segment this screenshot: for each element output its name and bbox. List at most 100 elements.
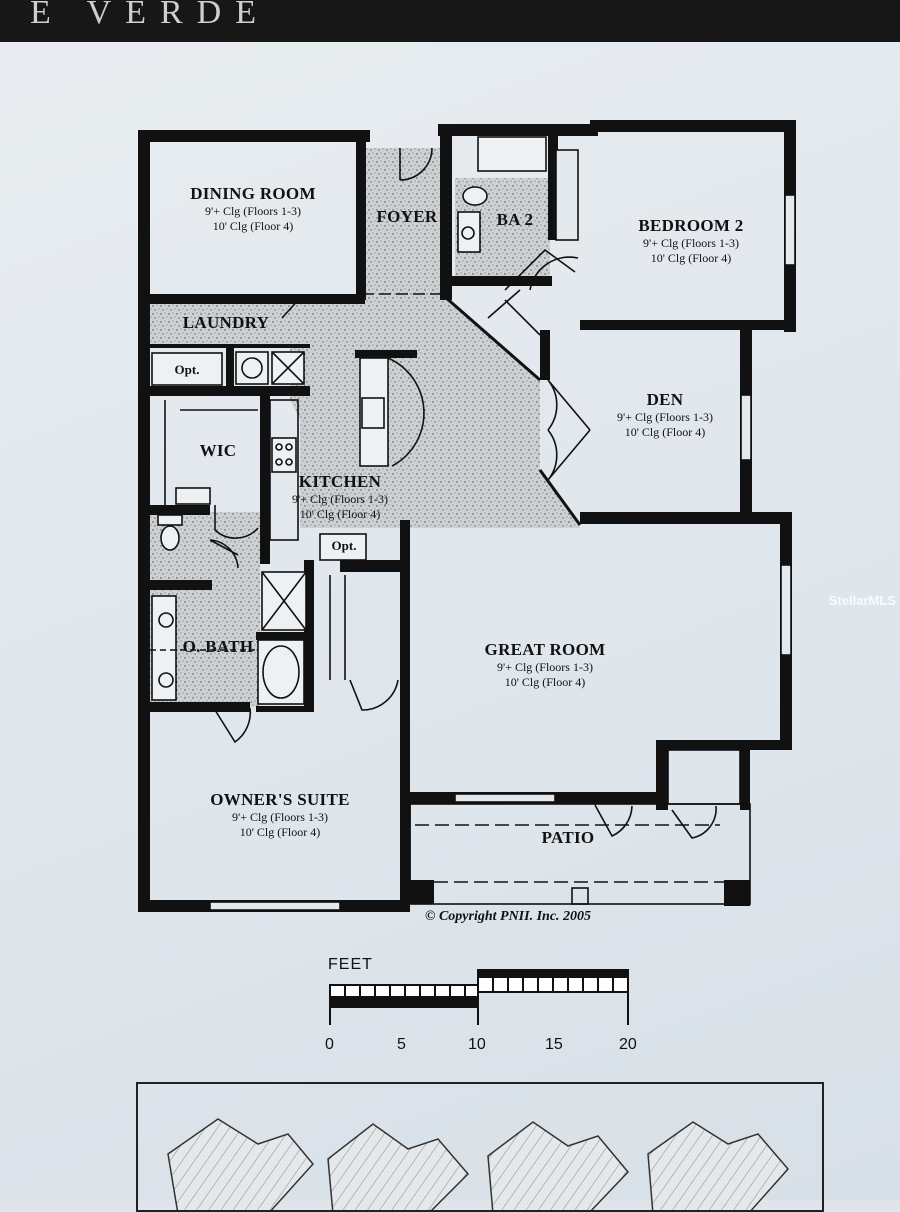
- room-name: GREAT ROOM: [484, 640, 606, 659]
- building-cluster-3: [487, 1121, 630, 1210]
- kitchen-opt-label: Opt.: [331, 538, 357, 553]
- wall-dining-bottom: [150, 294, 365, 304]
- closet-hall: [487, 289, 541, 336]
- wall-tub-top: [256, 632, 312, 640]
- wall-great-notch: [656, 740, 792, 750]
- building-cluster-4: [647, 1121, 789, 1210]
- room-name: DINING ROOM: [190, 184, 316, 203]
- wall-den-bottom: [580, 512, 792, 524]
- wall-laundry-divider: [226, 344, 234, 392]
- room-ba2: BA 2: [496, 210, 534, 229]
- site-plan-inset: [136, 1082, 824, 1212]
- toilet-ba2: [462, 186, 488, 206]
- ceiling-note: 10' Clg (Floor 4): [624, 425, 706, 439]
- door-owner-closet: [349, 679, 399, 711]
- wall-obath-bottom: [150, 702, 250, 712]
- toilet-owner: [160, 525, 180, 551]
- room-patio: PATIO: [541, 828, 595, 847]
- wall-top-bath: [438, 124, 598, 136]
- cooktop: [271, 437, 297, 473]
- window-owner: [209, 901, 341, 911]
- door-wc: [209, 539, 239, 569]
- laundry-door-edge: [281, 297, 301, 319]
- opt-cabinet: [319, 533, 367, 561]
- room-great-room: GREAT ROOM 9'+ Clg (Floors 1-3) 10' Clg …: [450, 640, 640, 690]
- room-owner-bath: O. BATH: [182, 637, 254, 656]
- room-bedroom-2: BEDROOM 2 9'+ Clg (Floors 1-3) 10' Clg (…: [606, 216, 776, 266]
- patio-post-right: [724, 880, 750, 906]
- door-wic: [214, 505, 259, 539]
- fixtures-and-doors: [150, 136, 796, 911]
- building-cluster-1: [167, 1118, 314, 1210]
- patio-drain: [571, 887, 589, 905]
- window-bed-closet: [555, 149, 579, 241]
- window-great: [454, 793, 556, 803]
- room-name: KITCHEN: [298, 472, 382, 491]
- wall-tub-bottom: [256, 706, 314, 712]
- sink-ba2: [461, 226, 475, 240]
- wall-den-left-top: [540, 330, 550, 380]
- wall-shower-right: [304, 560, 314, 710]
- banner-text: E VERDE: [30, 0, 270, 31]
- room-wic: WIC: [199, 441, 237, 460]
- scale-tick: 15: [545, 1036, 563, 1053]
- wall-top-dining: [138, 130, 370, 142]
- washer-drum: [241, 357, 263, 379]
- ceiling-note: 10' Clg (Floor 4): [504, 675, 586, 689]
- scale-feet-label: FEET: [328, 956, 373, 973]
- room-name: OWNER'S SUITE: [210, 790, 350, 809]
- wall-foyer-right: [440, 130, 452, 300]
- ceiling-note: 10' Clg (Floor 4): [650, 251, 732, 265]
- scale-tick: 20: [619, 1036, 637, 1053]
- wall-great-notch-v: [656, 740, 668, 810]
- header-banner: E VERDE: [0, 0, 900, 42]
- ceiling-note: 9'+ Clg (Floors 1-3): [232, 810, 328, 824]
- copyright-notice: © Copyright PNII. Inc. 2005: [425, 909, 592, 924]
- island-curve: [387, 357, 425, 467]
- wall-left: [138, 130, 150, 912]
- wall-top-bedroom: [590, 120, 796, 132]
- wall-laundry-counter: [150, 344, 310, 348]
- wall-wic-bottom: [150, 505, 210, 515]
- room-den: DEN 9'+ Clg (Floors 1-3) 10' Clg (Floor …: [580, 390, 750, 440]
- building-cluster-2: [327, 1123, 470, 1210]
- ceiling-note: 9'+ Clg (Floors 1-3): [617, 410, 713, 424]
- patio-outline: [409, 803, 751, 905]
- room-name: BEDROOM 2: [638, 216, 744, 235]
- ceiling-note: 9'+ Clg (Floors 1-3): [292, 492, 388, 506]
- window-great-right: [780, 564, 792, 656]
- ceiling-note: 9'+ Clg (Floors 1-3): [643, 236, 739, 250]
- door-obath: [214, 707, 252, 744]
- wall-dining-right: [356, 140, 366, 300]
- room-foyer: FOYER: [376, 207, 438, 226]
- watermark-text: StellarMLS: [828, 593, 896, 608]
- scale-tick: 10: [468, 1036, 486, 1053]
- ceiling-note: 10' Clg (Floor 4): [212, 219, 294, 233]
- washer: [235, 351, 269, 385]
- wall-wic-right: [260, 396, 270, 564]
- bathtub-ba2: [477, 136, 547, 172]
- wall-bath2-right: [548, 130, 558, 240]
- laundry-floor: [150, 300, 300, 345]
- door-patio-closet: [671, 805, 717, 839]
- patio-closet: [667, 749, 741, 805]
- wall-closet-right: [740, 750, 750, 810]
- laundry-opt-label: Opt.: [174, 362, 200, 377]
- scale-bar: [329, 969, 629, 1025]
- scale-tick: 5: [397, 1036, 406, 1053]
- window-den: [740, 394, 752, 461]
- room-kitchen: KITCHEN 9'+ Clg (Floors 1-3) 10' Clg (Fl…: [270, 472, 410, 522]
- scale-tick: 0: [325, 1036, 334, 1053]
- ceiling-note: 9'+ Clg (Floors 1-3): [497, 660, 593, 674]
- foyer-floor: [362, 148, 444, 298]
- site-plan-drawing: [167, 1118, 789, 1210]
- doors-den: [547, 379, 591, 481]
- door-bedroom2: [504, 248, 579, 291]
- door-patio: [594, 804, 633, 838]
- vanity-ba2: [457, 211, 481, 253]
- kitchen-sink: [361, 397, 385, 429]
- door-foyer: [399, 147, 433, 181]
- tub-owner: [257, 639, 305, 705]
- ceiling-note: 10' Clg (Floor 4): [239, 825, 321, 839]
